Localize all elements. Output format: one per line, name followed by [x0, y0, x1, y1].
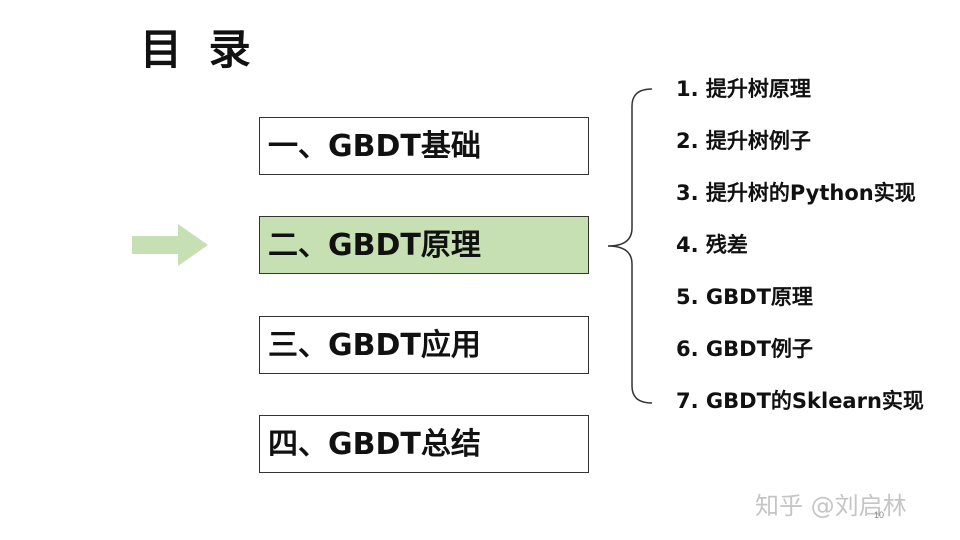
subitem-4: 4. 残差: [676, 233, 748, 257]
section-label: 一、GBDT基础: [268, 129, 481, 164]
section-gbdt-basics[interactable]: 一、GBDT基础: [259, 117, 589, 175]
section-label: 二、GBDT原理: [268, 228, 481, 263]
subitem-2: 2. 提升树例子: [676, 129, 811, 153]
subitem-3: 3. 提升树的Python实现: [676, 181, 916, 205]
subitem-5: 5. GBDT原理: [676, 285, 813, 309]
current-section-arrow-icon: [132, 224, 208, 266]
subitem-7: 7. GBDT的Sklearn实现: [676, 389, 924, 413]
section-gbdt-principle[interactable]: 二、GBDT原理: [259, 216, 589, 274]
section-gbdt-application[interactable]: 三、GBDT应用: [259, 316, 589, 374]
section-label: 四、GBDT总结: [268, 427, 481, 462]
brace-connector: [607, 88, 653, 404]
subitem-6: 6. GBDT例子: [676, 337, 813, 361]
section-label: 三、GBDT应用: [268, 328, 481, 363]
page-number: 10: [874, 510, 885, 520]
section-gbdt-summary[interactable]: 四、GBDT总结: [259, 415, 589, 473]
subitem-1: 1. 提升树原理: [676, 77, 811, 101]
page-title: 目 录: [140, 25, 257, 74]
watermark: 知乎 @刘启林: [755, 492, 907, 520]
